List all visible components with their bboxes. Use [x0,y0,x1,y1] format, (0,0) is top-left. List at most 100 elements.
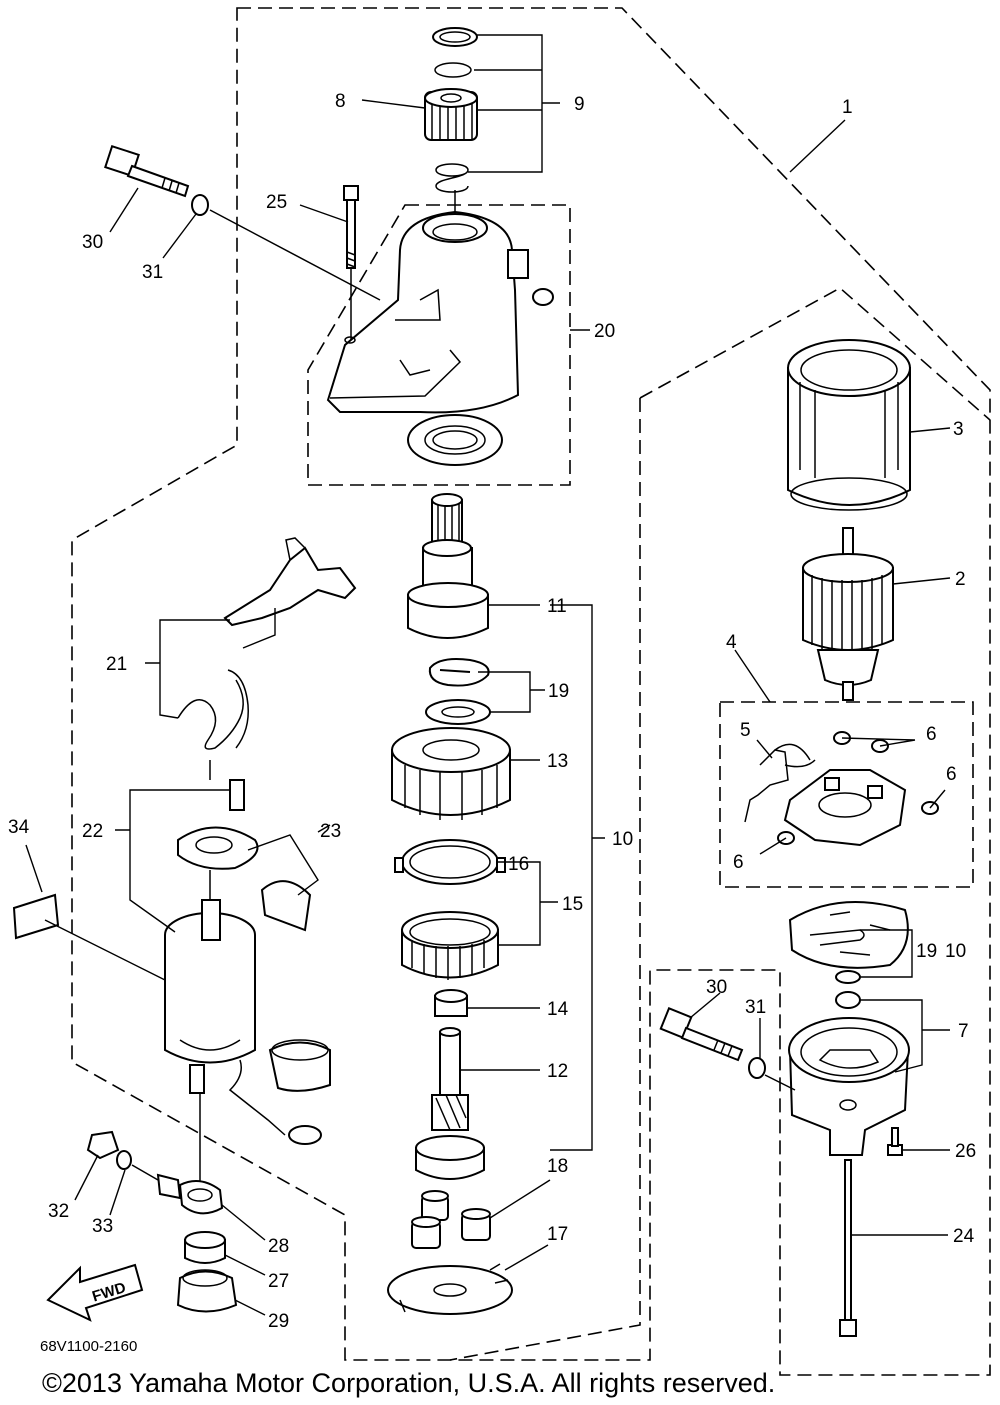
callout-22: 22 [82,821,103,842]
armature-part-2 [802,527,894,701]
callout-19-right: 19 [916,941,937,962]
seal-ring-inner [439,31,471,43]
fwd-arrow-icon: FWD [46,1263,144,1322]
front-housing-nose-bore [432,223,478,241]
pinion-bore [440,93,462,103]
bushing-part-14 [434,989,468,1017]
callout-8: 8 [335,91,346,112]
bushing-part-7 [835,991,861,1009]
callout-28: 28 [268,1236,289,1257]
callout-31-upper: 31 [142,262,163,283]
callout-17: 17 [547,1224,568,1245]
yoke-part-3 [787,339,911,511]
internal-gear-part-15 [401,911,499,980]
callout-6-d: 6 [735,852,746,873]
callout-24: 24 [953,1226,975,1247]
clutch-part-11 [407,493,489,639]
callout-6-a: 6 [926,724,937,745]
callout-26: 26 [955,1141,976,1162]
label-sticker-part-34 [12,893,60,940]
leader-29 [234,1299,266,1316]
axis-line-31-right [764,1074,796,1091]
leader-19 [478,671,545,713]
gasket-part-23 [260,880,312,932]
callout-19-center: 19 [548,681,569,702]
bolt-part-30-upper [104,144,190,198]
assembly-20-boundary [307,204,571,486]
leader-33 [109,1169,126,1216]
washer-part-31-upper [191,194,209,216]
ring-gear-part-16 [394,839,506,885]
leader-17 [504,1244,549,1271]
callout-12: 12 [547,1061,568,1082]
callout-4: 4 [726,632,737,653]
brush-holder-assembly-4 [744,743,907,847]
leader-31-upper [162,213,197,259]
callout-30-right: 30 [706,977,727,998]
plate-part-17 [387,1263,513,1315]
bushing-part [532,288,554,306]
front-housing-hole [344,336,356,344]
bolt-part-25 [343,185,359,269]
rear-cover-part-7 [788,1017,910,1156]
spring-part [435,163,469,193]
terminal-part-28 [156,1173,224,1215]
shift-lever-part-21 [177,537,357,750]
planetary-shaft-part-12 [415,1027,485,1180]
washer-part-33 [116,1150,132,1170]
pinion-top [424,88,478,108]
cap-part-29 [176,1269,238,1313]
callout-29: 29 [268,1311,289,1332]
leader-32 [74,1154,99,1201]
axis-line-33 [131,1164,159,1181]
leader-18 [489,1179,551,1219]
callout-3: 3 [953,419,964,440]
drive-pinion-set-9 [424,27,478,193]
leader-25 [299,204,349,223]
nut-part-27 [184,1231,226,1264]
diagram-code: 68V1100-2160 [40,1338,137,1355]
boot-part [268,1039,331,1092]
leader-15-16 [498,861,558,946]
callout-15: 15 [562,894,583,915]
callout-32: 32 [48,1201,69,1222]
pinion-teeth [431,92,473,140]
nut-part-32 [86,1130,120,1160]
leader-1 [789,119,846,173]
callout-14: 14 [547,999,569,1020]
leader-27 [224,1254,266,1276]
leader-3 [909,427,951,433]
copyright-notice: ©2013 Yamaha Motor Corporation, U.S.A. A… [42,1368,775,1398]
callout-5: 5 [740,720,751,741]
leader-23 [247,824,331,896]
bearing-part [407,414,503,466]
axis-line-solenoid [199,760,211,1190]
callout-33: 33 [92,1216,113,1237]
callout-7: 7 [958,1021,969,1042]
callout-30-upper: 30 [82,232,103,253]
leader-8 [361,99,426,109]
e-clip-part-19 [428,658,490,687]
callout-21: 21 [106,654,127,675]
callout-10-right: 10 [945,941,966,962]
callout-2: 2 [955,569,966,590]
brush-plate-part [788,901,909,969]
leader-4 [734,649,771,703]
leader-2 [892,577,951,585]
callout-10-center: 10 [612,829,633,850]
callout-1: 1 [842,97,853,118]
seal-ring-part [432,27,478,47]
bolt-part-30-right [659,1007,744,1062]
leader-6 [759,737,946,855]
callout-13: 13 [547,751,568,772]
assembly-4-boundary [719,701,974,888]
leader-9 [468,34,560,173]
front-housing-nose [422,213,488,243]
through-bolt-part-24 [839,1159,857,1337]
leader-30-right [689,992,721,1019]
solenoid-part-22 [164,779,322,1145]
assembly-1-boundary [71,7,991,1376]
leader-28 [221,1204,266,1241]
washer-part-19 [425,699,491,725]
